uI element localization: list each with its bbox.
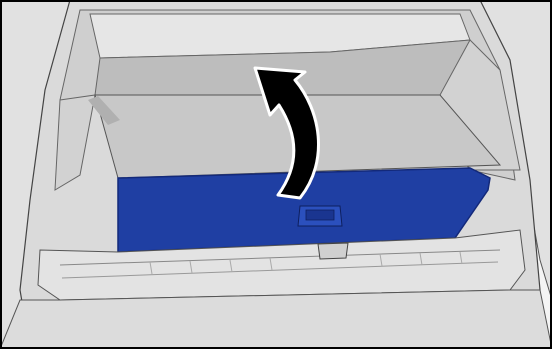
tailgate-latch-icon <box>318 243 348 259</box>
handle-recess <box>306 210 334 220</box>
